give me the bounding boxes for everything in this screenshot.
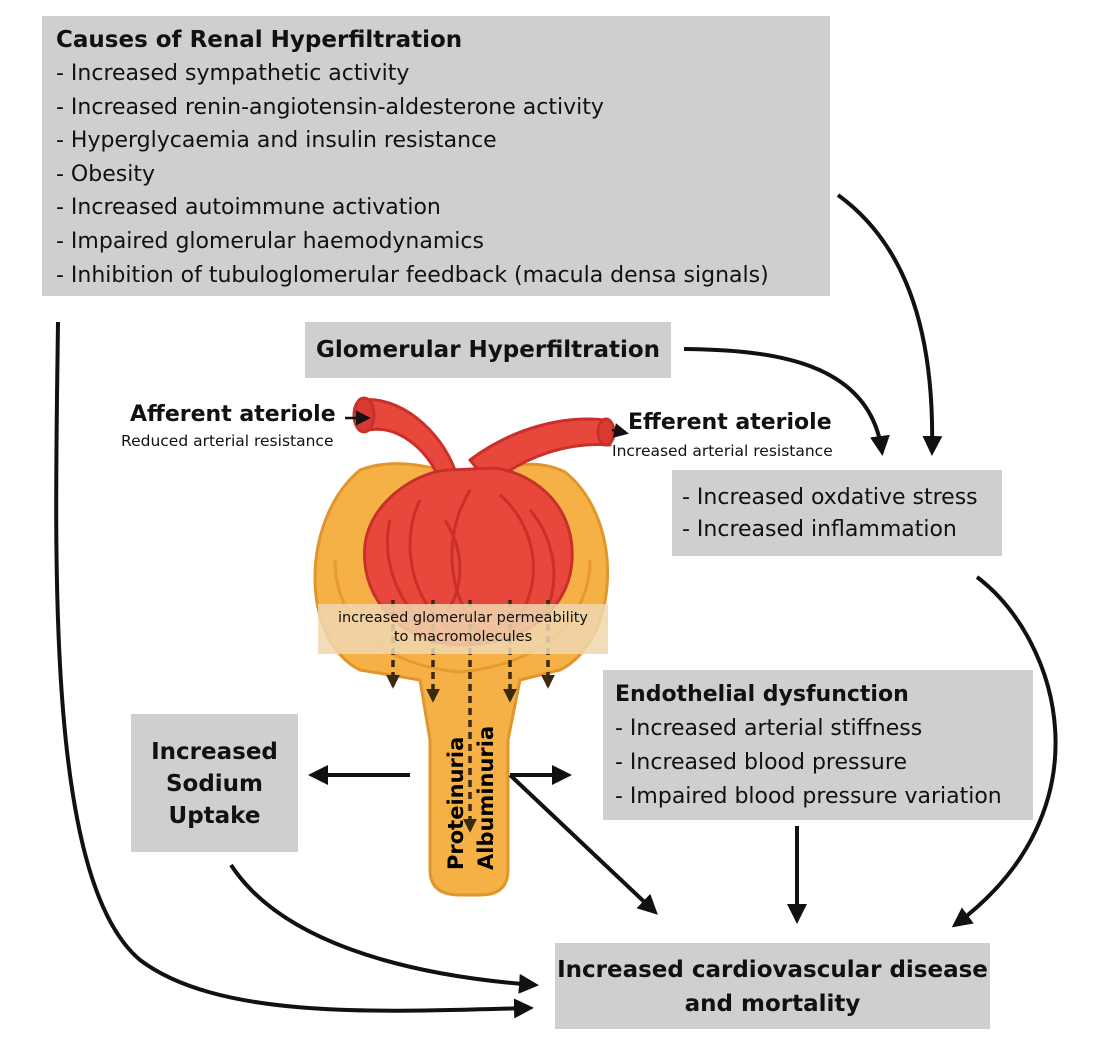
arrow-causes-to-outcome [54,321,534,1019]
arrow-glomerular-to-stress [683,347,890,456]
endothelial-title: Endothelial dysfunction [615,682,909,707]
arrow-tubule-to-outcome [508,773,658,915]
cause-item: - Impaired glomerular haemodynamics [56,228,484,254]
sodium-uptake-box: Increased Sodium Uptake [131,714,298,852]
afferent-arteriole-label: Afferent ateriole [130,402,336,427]
efferent-pointer-arrow [611,423,629,438]
cause-item: - Hyperglycaemia and insulin resistance [56,128,497,154]
efferent-arteriole-label: Efferent ateriole [628,410,832,435]
endothelial-item: - Impaired blood pressure variation [615,784,1002,809]
cause-item: - Increased autoimmune activation [56,195,441,221]
cardiovascular-outcome-box: Increased cardiovascular disease and mor… [555,943,990,1029]
oxidative-stress-box: - Increased oxdative stress - Increased … [672,470,1002,556]
endothelial-item: - Increased blood pressure [615,750,907,775]
glomerular-hyperfiltration-box: Glomerular Hyperfiltration [305,322,671,378]
sodium-line: Uptake [168,803,261,829]
endothelial-dysfunction-box: Endothelial dysfunction - Increased arte… [603,670,1033,820]
arrow-causes-to-stress [836,193,943,456]
permeability-line: increased glomerular permeability [337,610,589,626]
efferent-arteriole-subtitle: Increased arterial resistance [612,442,833,460]
permeability-label: increased glomerular permeability to mac… [318,604,608,654]
arrow-sodium-to-outcome [229,863,539,994]
proteinuria-label: Proteinuria [444,737,468,870]
cause-item: - Inhibition of tubuloglomerular feedbac… [56,262,769,288]
endothelial-item: - Increased arterial stiffness [615,716,923,741]
stress-item: - Increased inflammation [682,517,957,542]
cause-item: - Increased sympathetic activity [56,61,410,86]
albuminuria-label: Albuminuria [474,726,498,870]
outcome-line: Increased cardiovascular disease [557,957,988,983]
arrow-stress-to-outcome [951,575,1058,928]
sodium-line: Increased [151,739,278,765]
stress-item: - Increased oxdative stress [682,485,978,510]
causes-box: Causes of Renal Hyperfiltration - Increa… [42,16,830,296]
sodium-line: Sodium [165,771,264,797]
outcome-line: and mortality [684,991,861,1017]
permeability-line: to macromolecules [393,629,533,645]
afferent-arteriole-subtitle: Reduced arterial resistance [121,432,334,450]
cause-item: - Increased renin-angiotensin-aldesteron… [56,94,604,120]
cause-item: - Obesity [56,161,155,187]
causes-title: Causes of Renal Hyperfiltration [56,27,463,53]
